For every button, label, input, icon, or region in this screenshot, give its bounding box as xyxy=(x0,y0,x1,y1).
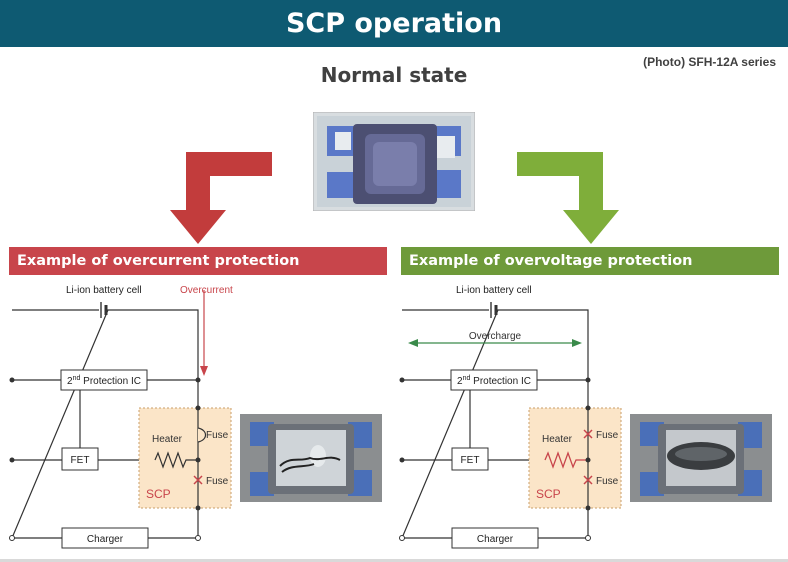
fet-label: FET xyxy=(461,455,480,466)
overvoltage-arrow-icon xyxy=(517,152,619,244)
protection-ic-sup: nd xyxy=(463,375,471,382)
charger-label: Charger xyxy=(477,534,514,545)
svg-text:2nd Protection IC: 2nd Protection IC xyxy=(67,375,141,387)
battery-label: Li-ion battery cell xyxy=(66,285,142,296)
protection-ic-label: 2 xyxy=(67,376,73,387)
fuse-top-label: Fuse xyxy=(206,430,229,441)
svg-text:2nd Protection IC: 2nd Protection IC xyxy=(457,375,531,387)
photo-caption: (Photo) SFH-12A series xyxy=(643,55,776,69)
heater-resistor-icon xyxy=(154,451,198,469)
scp-label: SCP xyxy=(146,487,171,501)
overvoltage-result-photo xyxy=(630,414,772,502)
fuse-blown-icon xyxy=(583,475,593,485)
heater-label: Heater xyxy=(152,434,183,445)
fuse-bottom-label: Fuse xyxy=(206,476,229,487)
protection-ic-sup: nd xyxy=(73,375,81,382)
protection-ic-box xyxy=(60,369,148,391)
protection-ic-suffix: Protection IC xyxy=(470,376,531,387)
overcurrent-circuit-diagram: Li-ion battery cell Overcurrent 2nd Prot… xyxy=(9,285,233,549)
protection-ic-label: 2 xyxy=(457,376,463,387)
fuse-top-icon xyxy=(197,427,207,443)
overcharge-label: Overcharge xyxy=(469,331,522,342)
fet-box xyxy=(451,447,489,471)
overvoltage-banner: Example of overvoltage protection xyxy=(401,247,779,275)
normal-state-heading: Normal state xyxy=(320,63,468,87)
overvoltage-circuit-diagram: Li-ion battery cell Overcharge 2nd Prote… xyxy=(399,285,622,549)
overcurrent-result-photo xyxy=(240,414,382,502)
charger-box xyxy=(61,527,149,549)
charger-label: Charger xyxy=(87,534,124,545)
charger-box xyxy=(451,527,539,549)
fuse-blown-icon xyxy=(583,429,593,439)
overcurrent-banner: Example of overcurrent protection xyxy=(9,247,387,275)
heater-resistor-icon xyxy=(544,451,588,469)
scp-box xyxy=(528,407,622,509)
protection-ic-suffix: Protection IC xyxy=(80,376,141,387)
overcurrent-label: Overcurrent xyxy=(180,285,233,296)
fuse-bottom-label: Fuse xyxy=(596,476,619,487)
bottom-divider xyxy=(0,559,788,562)
fuse-blown-icon xyxy=(193,475,203,485)
scp-label: SCP xyxy=(536,487,561,501)
battery-label: Li-ion battery cell xyxy=(456,285,532,296)
fuse-top-label: Fuse xyxy=(596,430,619,441)
page-title: SCP operation xyxy=(0,0,788,47)
protection-ic-box xyxy=(450,369,538,391)
fet-label: FET xyxy=(71,455,90,466)
heater-label: Heater xyxy=(542,434,573,445)
normal-state-photo xyxy=(313,112,475,211)
overcurrent-arrow-icon xyxy=(170,152,272,244)
fet-box xyxy=(61,447,99,471)
scp-box xyxy=(138,407,232,509)
